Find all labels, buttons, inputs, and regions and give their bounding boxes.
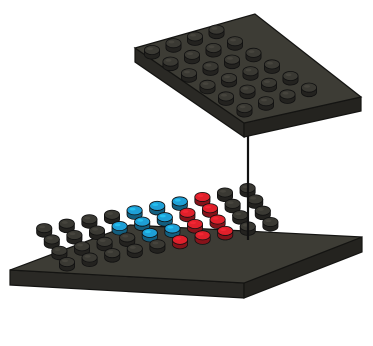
bottom-plate-stud bbox=[263, 217, 278, 231]
bottom-plate-stud bbox=[150, 240, 165, 254]
top-plate-stud bbox=[203, 62, 218, 76]
bottom-plate-stud bbox=[127, 244, 142, 258]
top-plate-stud bbox=[218, 92, 233, 106]
top-plate-stud bbox=[200, 80, 215, 94]
top-plate-stud bbox=[166, 39, 181, 53]
top-plate-stud bbox=[181, 69, 196, 83]
top-plate-stud bbox=[206, 43, 221, 57]
bottom-plate-stud bbox=[82, 253, 97, 267]
top-plate-stud bbox=[163, 57, 178, 71]
top-plate-stud bbox=[258, 97, 273, 111]
top-plate-stud bbox=[227, 37, 242, 51]
top-plate-stud bbox=[240, 85, 255, 99]
top-plate-stud bbox=[237, 103, 252, 117]
top-plate-stud bbox=[283, 71, 298, 85]
bottom-plate-stud bbox=[105, 249, 120, 263]
bottom-plate-stud-red bbox=[172, 235, 187, 249]
bottom-plate-stud-red bbox=[195, 231, 210, 245]
top-plate-stud bbox=[246, 48, 261, 62]
top-plate-stud bbox=[209, 25, 224, 39]
bottom-plate-stud-red bbox=[218, 226, 233, 240]
top-plate-stud bbox=[187, 32, 202, 46]
bottom-plate-stud bbox=[59, 257, 74, 271]
top-plate-stud bbox=[224, 55, 239, 69]
top-plate-stud bbox=[221, 73, 236, 87]
top-plate-stud bbox=[184, 50, 199, 64]
top-plate-stud bbox=[280, 90, 295, 104]
top-plate-stud bbox=[264, 60, 279, 74]
top-plate-stud bbox=[144, 45, 159, 59]
top-plate-stud bbox=[301, 83, 316, 97]
top-plate-stud bbox=[261, 78, 276, 92]
top-plate-stud bbox=[243, 67, 258, 81]
